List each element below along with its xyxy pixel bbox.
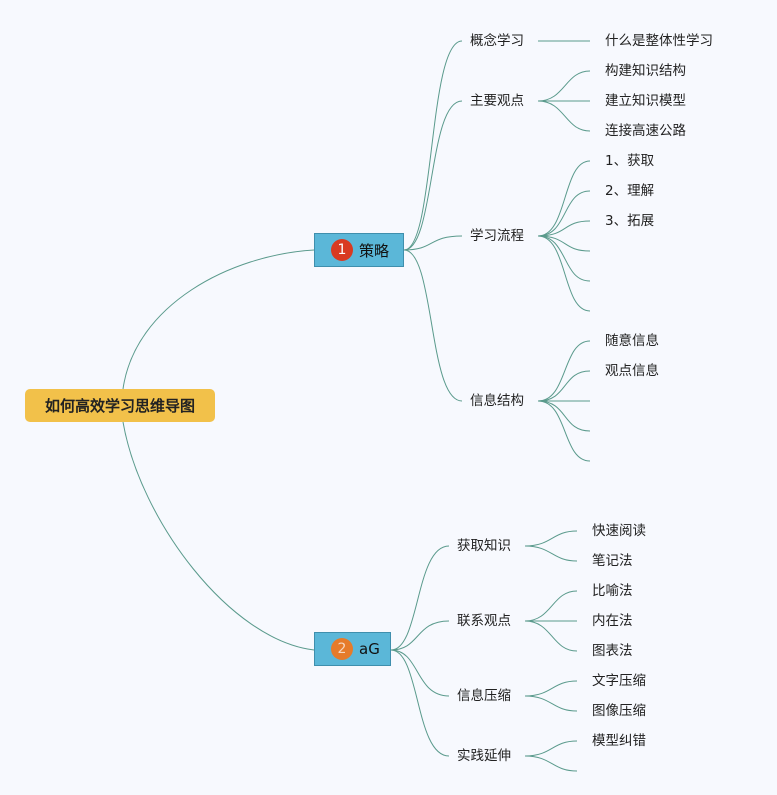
priority-2-icon: 2 [331, 638, 353, 660]
subtopic[interactable]: 获取知识 [457, 538, 511, 554]
leaf-topic[interactable]: 图表法 [592, 643, 633, 659]
link-b1-s1 [403, 40, 463, 251]
leaf-topic[interactable]: 2、理解 [605, 183, 655, 199]
link-root-branch-2 [122, 421, 315, 651]
subtopic[interactable]: 信息压缩 [457, 688, 511, 704]
link-b1-s3-l5 [537, 235, 591, 282]
leaf-topic[interactable]: 图像压缩 [592, 703, 646, 719]
link-b2-s4-l2 [524, 755, 578, 772]
link-b1-s3-l3 [537, 220, 591, 237]
leaf-topic[interactable]: 什么是整体性学习 [605, 33, 713, 49]
link-b1-s3 [403, 235, 463, 251]
subtopic[interactable]: 学习流程 [470, 228, 524, 244]
priority-1-icon: 1 [331, 239, 353, 261]
main-topic-label: aG [359, 640, 380, 658]
leaf-topic[interactable]: 连接高速公路 [605, 123, 686, 139]
link-b1-s2-l1 [537, 70, 591, 102]
link-b1-s2 [403, 100, 463, 251]
link-b1-s4-l5 [537, 400, 591, 462]
main-topic-ag[interactable]: 2 aG [314, 632, 391, 666]
link-b2-s2-l1 [524, 590, 578, 622]
leaf-topic[interactable]: 笔记法 [592, 553, 633, 569]
link-b1-s3-l1 [537, 160, 591, 237]
leaf-topic[interactable]: 文字压缩 [592, 673, 646, 689]
link-b2-s4-l1 [524, 740, 578, 757]
link-b2-s3 [390, 649, 450, 697]
main-topic-strategy[interactable]: 1 策略 [314, 233, 404, 267]
link-b2-s2-l3 [524, 620, 578, 652]
leaf-topic[interactable]: 比喻法 [592, 583, 633, 599]
leaf-topic[interactable]: 1、获取 [605, 153, 655, 169]
link-b1-s4-l4 [537, 400, 591, 432]
link-b2-s1-l1 [524, 530, 578, 547]
root-topic[interactable]: 如何高效学习思维导图 [25, 389, 215, 422]
leaf-topic[interactable]: 快速阅读 [592, 523, 646, 539]
leaf-topic[interactable]: 3、拓展 [605, 213, 655, 229]
link-b2-s1-l2 [524, 545, 578, 562]
link-b1-s3-l6 [537, 235, 591, 312]
link-b2-s3-l1 [524, 680, 578, 697]
leaf-topic[interactable]: 建立知识模型 [605, 93, 686, 109]
leaf-topic[interactable]: 观点信息 [605, 363, 659, 379]
link-b1-s3-l2 [537, 190, 591, 237]
leaf-topic[interactable]: 内在法 [592, 613, 633, 629]
subtopic[interactable]: 主要观点 [470, 93, 524, 109]
subtopic[interactable]: 信息结构 [470, 393, 524, 409]
link-b1-s4-l1 [537, 340, 591, 402]
link-root-branch-1 [122, 249, 315, 390]
link-b1-s2-l3 [537, 100, 591, 132]
link-b2-s3-l2 [524, 695, 578, 712]
subtopic[interactable]: 实践延伸 [457, 748, 511, 764]
link-b2-s4 [390, 649, 450, 757]
root-topic-label: 如何高效学习思维导图 [44, 397, 195, 415]
subtopic[interactable]: 概念学习 [470, 33, 524, 49]
subtopic[interactable]: 联系观点 [457, 613, 511, 629]
leaf-topic[interactable]: 构建知识结构 [605, 63, 686, 79]
leaf-topic[interactable]: 模型纠错 [592, 733, 646, 749]
link-b1-s3-l4 [537, 235, 591, 252]
leaf-topic[interactable]: 随意信息 [605, 333, 659, 349]
link-b1-s4-l2 [537, 370, 591, 402]
link-b2-s2 [390, 620, 450, 651]
link-b2-s1 [390, 545, 450, 651]
main-topic-label: 策略 [359, 241, 390, 260]
link-b1-s4 [403, 249, 463, 402]
